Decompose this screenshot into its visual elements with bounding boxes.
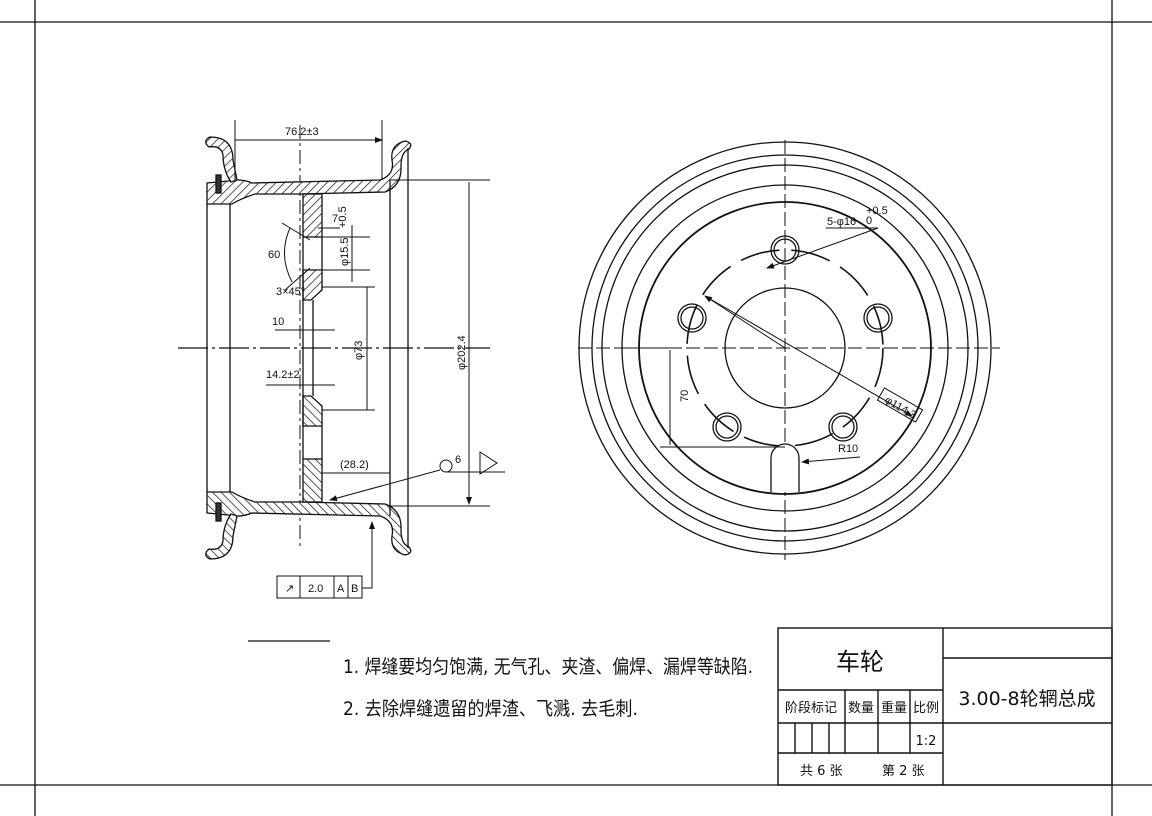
dim-chamfer: 3×45° (276, 286, 305, 298)
title-block (777, 627, 1113, 786)
front-view (578, 140, 1000, 560)
dim-hub: φ73 (353, 341, 365, 360)
dim-rim-dia: φ202.4 (456, 335, 468, 370)
drawing-title: 3.00-8轮辋总成 (958, 688, 1095, 710)
dim-hole-tol: +0.5 (337, 206, 349, 228)
sheets-total: 共 6 张 (800, 764, 843, 779)
dim-70: 70 (679, 390, 691, 402)
tolerance-value: 2.0 (308, 583, 323, 595)
scale-value: 1:2 (916, 734, 937, 749)
header-quantity: 数量 (848, 701, 874, 716)
pcd-label: φ114.3 (883, 394, 918, 421)
bolt-holes (677, 235, 893, 442)
section-dimensions: 76.2±3 7 60 3×45° 10 14.2±2 φ15.5 +0.5 φ… (266, 126, 468, 595)
dim-thickness: 14.2±2 (266, 369, 300, 381)
section-view (178, 120, 505, 599)
rim-profile (205, 136, 412, 301)
dim-10: 10 (272, 316, 284, 328)
header-stage: 阶段标记 (785, 701, 837, 716)
dim-7: 7 (332, 213, 338, 225)
note-1: 1. 焊缝要均匀饱满, 无气孔、夹渣、偏焊、漏焊等缺陷. (343, 656, 753, 678)
dim-width: 76.2±3 (285, 126, 319, 138)
tolerance-symbol: ↗ (285, 583, 294, 595)
note-2: 2. 去除焊缝遗留的焊渣、飞溅. 去毛刺. (343, 698, 638, 720)
bolt-holes-label: 5-φ16 (827, 216, 856, 228)
bolt-tol-upper: +0.5 (866, 205, 888, 217)
radius-label: R10 (838, 443, 858, 455)
dim-offset: (28.2) (340, 459, 369, 471)
part-name: 车轮 (836, 648, 884, 676)
dim-angle: 60 (268, 249, 280, 261)
weld-size: 6 (455, 454, 461, 466)
slot (770, 443, 800, 492)
sheet-number: 第 2 张 (882, 764, 925, 779)
datum-a: A (337, 583, 345, 595)
datum-b: B (351, 583, 358, 595)
dim-hole-dia: φ15.5 (339, 237, 351, 266)
bolt-tol-lower: 0 (866, 215, 872, 227)
header-weight: 重量 (881, 700, 907, 716)
header-scale: 比例 (913, 701, 939, 716)
